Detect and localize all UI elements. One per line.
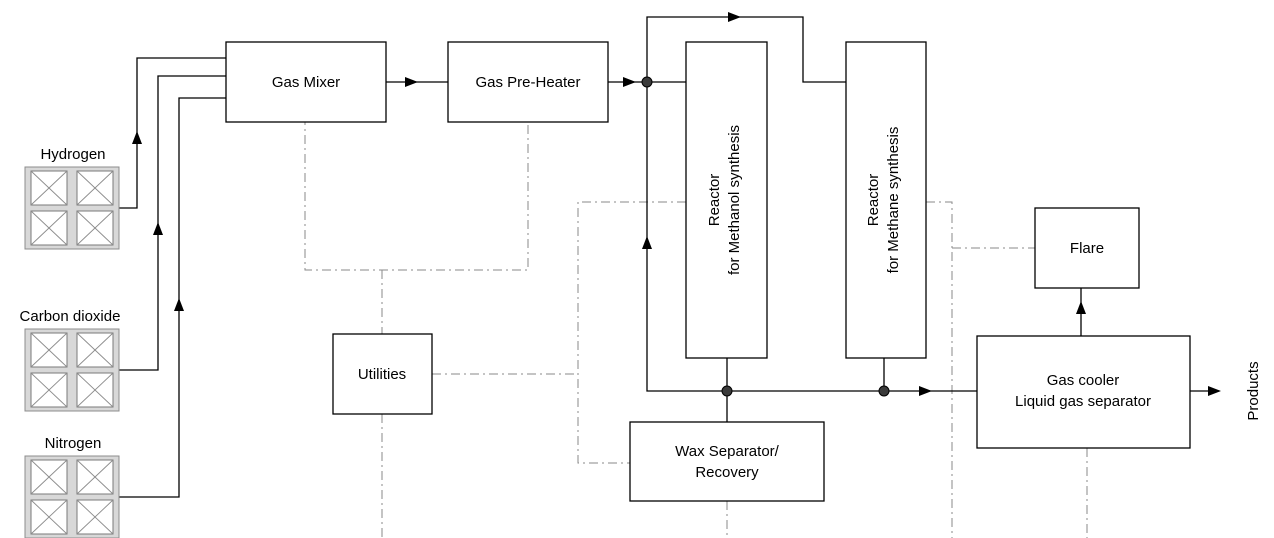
junction-methane-outlet [878,385,890,397]
gas-cooler-label-line2: Liquid gas separator [1015,393,1151,410]
carbon-dioxide-cylinder-bank [24,328,120,412]
methane-reactor-label-line1: Reactor [865,174,882,227]
gas-preheater-unit: Gas Pre-Heater [447,41,609,123]
junction-preheater-outlet [641,76,653,88]
wax-separator-unit: Wax Separator/ Recovery [629,421,825,502]
arrow-up-bypass [642,236,652,249]
methane-reactor-label-line2: for Methane synthesis [885,127,902,274]
gas-cooler-label-line1: Gas cooler [1047,372,1120,389]
arrow-up-flare [1076,301,1086,314]
methane-reactor-unit: Reactor for Methane synthesis [845,41,927,359]
arrow-right-top-loop [728,12,741,22]
arrow-right-products [1208,386,1221,396]
source-label-nitrogen: Nitrogen [45,435,102,452]
junction-methanol-outlet [721,385,733,397]
gas-mixer-label: Gas Mixer [272,74,340,91]
flare-label: Flare [1070,240,1104,257]
arrow-up-carbon-dioxide [153,222,163,235]
arrow-right-header [919,386,932,396]
methanol-reactor-unit: Reactor for Methanol synthesis [685,41,768,359]
gas-preheater-label: Gas Pre-Heater [475,74,580,91]
flow-arrows [132,12,1221,396]
flare-unit: Flare [1034,207,1140,289]
arrow-right-preheater [623,77,636,87]
products-label: Products [1245,361,1262,420]
utilities-label: Utilities [358,366,406,383]
gas-cooler-unit: Gas cooler Liquid gas separator [976,335,1191,449]
nitrogen-cylinder-bank [24,455,120,538]
arrow-up-hydrogen [132,131,142,144]
utilities-unit: Utilities [332,333,433,415]
methanol-reactor-label-line2: for Methanol synthesis [726,125,743,275]
wax-separator-label-line2: Recovery [695,464,759,481]
wax-separator-label-line1: Wax Separator/ [675,443,779,460]
arrow-up-nitrogen [174,298,184,311]
source-label-hydrogen: Hydrogen [40,146,105,163]
arrow-right-mixer [405,77,418,87]
utility-lines [304,97,1088,538]
methanol-reactor-label-line1: Reactor [706,174,723,227]
junction-dots [641,76,890,397]
source-label-carbon-dioxide: Carbon dioxide [20,308,121,325]
hydrogen-cylinder-bank [24,166,120,250]
gas-mixer-unit: Gas Mixer [225,41,387,123]
